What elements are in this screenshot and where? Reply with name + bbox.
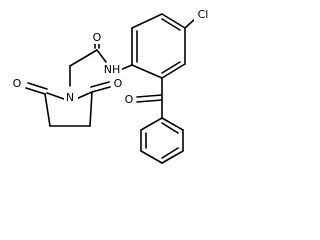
bond-ring1-c-inner <box>161 18 181 31</box>
atom-label-imide-oxygen-right: O <box>114 77 123 90</box>
bond-ring2-f <box>161 117 184 131</box>
atom-label-ketone-oxygen: O <box>125 93 134 106</box>
bond-n-c-right <box>75 91 93 100</box>
atom-label-amide-nitrogen: NH <box>104 63 121 76</box>
bond-c-right-o-double <box>90 81 110 88</box>
bond-ring2-d <box>161 150 184 164</box>
bond-ring2-d-inner <box>161 147 179 159</box>
bond-c-right-o <box>91 86 111 93</box>
atom-labels: O NH N O O O Cl <box>10 8 212 106</box>
bond-c-left-o-double <box>27 82 48 90</box>
bond-amide-c-ch2 <box>69 49 98 67</box>
bond-ring1-e-inner <box>161 61 181 74</box>
atom-label-imide-oxygen-left: O <box>13 77 22 90</box>
atom-label-amide-oxygen: O <box>93 31 102 44</box>
bond-ring2-a <box>140 117 163 131</box>
atom-label-imide-nitrogen: N <box>66 91 74 104</box>
bond-ring1-e <box>161 63 186 79</box>
bond-ring2-c <box>140 150 163 164</box>
atom-label-chlorine: Cl <box>198 8 209 21</box>
bond-c-left-ch2 <box>44 93 51 127</box>
bond-ketone-c-o-double <box>136 94 163 98</box>
structure-diagram: O NH N O O O Cl <box>10 8 212 164</box>
bond-ketone-c-o <box>136 99 163 103</box>
bond-c-left-o <box>25 87 46 95</box>
bond-ring1-c <box>161 13 186 29</box>
bond-n-c-left <box>46 92 65 100</box>
bond-c-right-ch2 <box>89 91 93 127</box>
bond-ring1-b <box>131 13 163 29</box>
bond-amide-c-nh <box>96 49 107 63</box>
bond-ring2-f-inner <box>161 122 179 134</box>
bonds <box>25 13 197 164</box>
bond-ring1-f <box>131 64 163 79</box>
